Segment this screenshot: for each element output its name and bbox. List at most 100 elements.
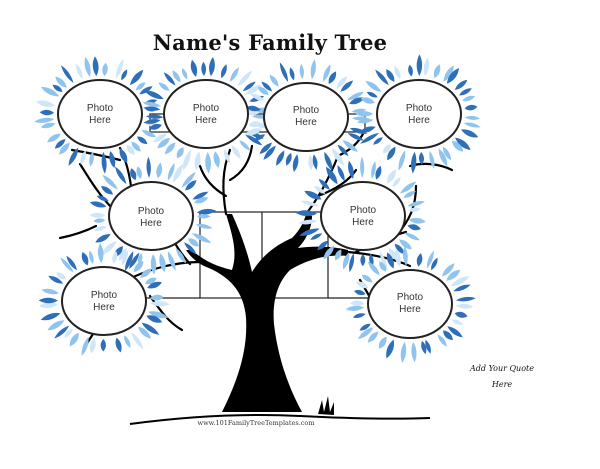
photo-slot-label-line1: Photo xyxy=(60,103,140,115)
leaf xyxy=(379,337,387,349)
leaf xyxy=(407,201,425,206)
photo-slot-6[interactable]: Photo Here xyxy=(323,205,403,229)
leaf xyxy=(36,101,55,107)
leaf xyxy=(41,123,56,128)
leaf xyxy=(124,335,130,348)
photo-slot-5[interactable]: Photo Here xyxy=(111,206,191,230)
leaf xyxy=(131,332,144,350)
leaf xyxy=(101,186,113,194)
leaf xyxy=(82,252,89,266)
leaf xyxy=(417,54,423,76)
leaf xyxy=(159,253,165,272)
leaf xyxy=(112,251,117,264)
leaf xyxy=(82,337,89,356)
photo-slot-2[interactable]: Photo Here xyxy=(166,103,246,127)
leaf xyxy=(142,130,157,137)
leaf xyxy=(136,166,141,179)
leaf xyxy=(401,342,406,363)
leaf xyxy=(360,254,365,266)
leaf xyxy=(70,333,79,347)
leaf xyxy=(239,140,250,150)
leaf xyxy=(95,234,110,242)
leaf xyxy=(101,339,106,352)
leaf xyxy=(365,81,381,92)
leaf xyxy=(130,70,143,85)
photo-slot-3[interactable]: Photo Here xyxy=(266,105,346,129)
leaf xyxy=(144,91,163,99)
leaf xyxy=(417,253,423,267)
leaf xyxy=(280,62,288,82)
leaf xyxy=(53,85,63,92)
leaf xyxy=(346,306,365,311)
leaf xyxy=(197,214,211,218)
leaf xyxy=(408,65,413,77)
photo-slot-label-line2: Here xyxy=(266,117,346,129)
leaf xyxy=(394,66,400,79)
leaf xyxy=(232,146,241,159)
leaf xyxy=(205,152,211,174)
leaf xyxy=(353,313,366,318)
leaf xyxy=(356,282,369,289)
leaf xyxy=(156,163,162,179)
photo-slot-8[interactable]: Photo Here xyxy=(370,292,450,316)
leaf xyxy=(270,75,279,87)
leaf xyxy=(115,167,126,185)
photo-slot-label-line1: Photo xyxy=(323,205,403,217)
leaf xyxy=(144,119,161,124)
leaf xyxy=(361,97,375,103)
leaf xyxy=(360,157,364,178)
leaf xyxy=(42,289,59,295)
leaf xyxy=(172,70,180,82)
photo-slot-4[interactable]: Photo Here xyxy=(379,103,459,127)
photo-slot-label-line2: Here xyxy=(379,115,459,127)
leaf xyxy=(102,63,107,76)
leaf xyxy=(290,67,295,80)
leaf xyxy=(453,285,470,292)
leaf xyxy=(329,71,337,84)
leaf xyxy=(93,218,105,222)
leaf xyxy=(143,107,160,111)
leaf xyxy=(434,64,441,78)
leaf xyxy=(177,147,184,158)
leaf xyxy=(109,151,115,168)
leaf xyxy=(40,110,54,116)
photo-slot-label-line2: Here xyxy=(60,115,140,127)
leaf xyxy=(90,213,105,218)
leaf xyxy=(452,320,463,326)
leaf xyxy=(143,102,161,107)
leaf xyxy=(349,253,354,272)
leaf xyxy=(354,290,366,295)
leaf xyxy=(191,60,197,77)
leaf xyxy=(182,68,187,79)
photo-slot-7[interactable]: Photo Here xyxy=(64,290,144,314)
leaf xyxy=(276,151,284,166)
leaf xyxy=(409,218,426,224)
leaf xyxy=(121,69,127,80)
leaf xyxy=(408,224,421,230)
photo-slot-1[interactable]: Photo Here xyxy=(60,103,140,127)
leaf xyxy=(411,152,416,174)
leaf xyxy=(286,153,292,166)
leaf xyxy=(462,96,475,102)
leaf xyxy=(47,134,61,142)
leaf xyxy=(197,209,216,215)
leaf xyxy=(147,157,151,178)
leaf xyxy=(295,210,317,216)
leaf xyxy=(41,313,61,320)
leaf xyxy=(456,304,473,309)
leaf xyxy=(459,88,472,95)
leaf xyxy=(409,207,421,212)
leaf xyxy=(168,251,176,270)
leaf xyxy=(209,57,215,76)
leaf xyxy=(151,254,156,275)
leaf xyxy=(324,152,332,171)
leaf xyxy=(313,154,318,169)
leaf xyxy=(367,92,378,98)
leaf xyxy=(196,224,213,229)
leaf xyxy=(404,233,420,241)
leaf xyxy=(386,69,394,82)
leaf xyxy=(386,340,394,359)
photo-slot-label-line1: Photo xyxy=(266,105,346,117)
